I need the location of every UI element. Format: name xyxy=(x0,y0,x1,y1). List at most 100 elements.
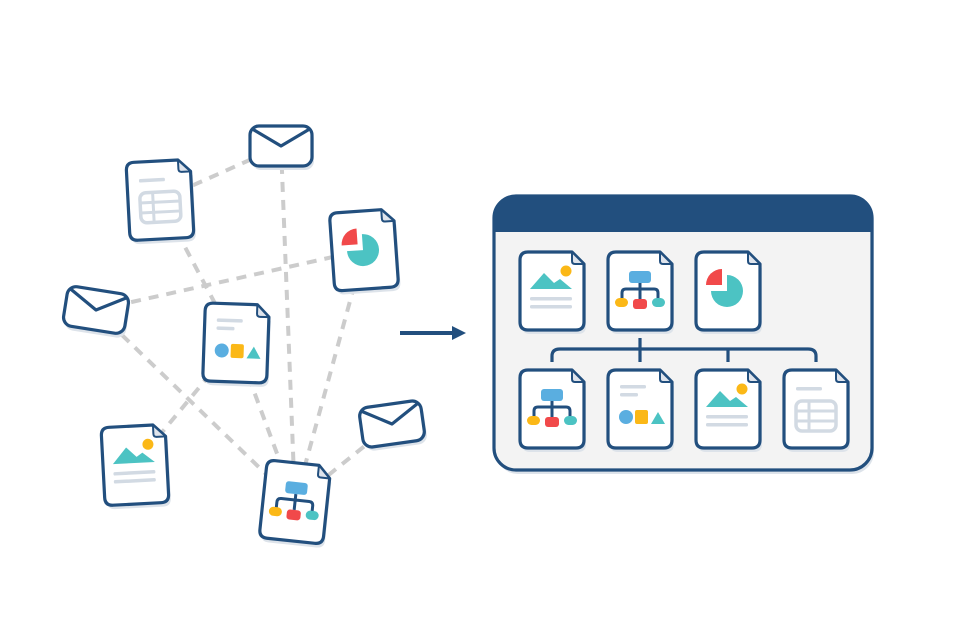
page-fold-icon xyxy=(317,464,331,480)
caption-line xyxy=(706,423,748,427)
org-child-node xyxy=(527,416,540,425)
scattered-document-shapes xyxy=(201,301,271,387)
table-row-line xyxy=(140,199,181,205)
org-child-node xyxy=(545,417,559,427)
circle-shape-icon xyxy=(214,343,229,358)
image-glyph-icon xyxy=(112,438,156,484)
page-fold-icon xyxy=(659,251,673,265)
image-glyph-icon xyxy=(530,265,572,309)
org-child-node xyxy=(615,298,628,307)
org-child-node xyxy=(268,506,282,517)
org-connector-lines xyxy=(532,401,572,417)
pie-glyph-icon xyxy=(341,228,380,267)
org-connector-lines xyxy=(274,493,315,512)
window-document-shapes xyxy=(606,368,674,452)
shapes-glyph-icon xyxy=(619,385,665,424)
caption-line xyxy=(530,297,572,301)
window-document-org xyxy=(518,368,586,452)
organized-window xyxy=(492,194,874,474)
text-line xyxy=(216,318,243,323)
dashed-connection-line xyxy=(279,145,297,503)
window-document-table xyxy=(782,368,850,452)
page-fold-icon xyxy=(151,424,167,438)
triangle-shape-icon xyxy=(651,412,665,424)
org-root-node xyxy=(541,389,563,401)
envelope-flap xyxy=(252,128,310,148)
pie-large-slice xyxy=(711,275,743,307)
page-fold-icon xyxy=(659,369,673,383)
hierarchy-connectors xyxy=(550,338,818,362)
org-child-node xyxy=(286,509,301,521)
mountain-icon xyxy=(706,391,748,407)
envelope-flap xyxy=(70,288,127,312)
caption-line xyxy=(530,305,572,309)
hierarchy-branch xyxy=(550,347,818,362)
scattered-document-org xyxy=(258,459,332,548)
text-line xyxy=(620,385,646,389)
scattered-document-pie xyxy=(328,208,401,295)
table-grid-icon xyxy=(794,399,838,433)
pie-large-slice xyxy=(347,234,380,267)
table-grid-icon xyxy=(138,189,183,225)
scattered-items xyxy=(61,124,427,548)
caption-line xyxy=(113,478,156,484)
page-fold-icon xyxy=(571,369,585,383)
shapes-glyph-icon xyxy=(214,318,261,359)
pie-glyph-icon xyxy=(706,269,743,307)
window-document-image xyxy=(694,368,762,452)
scattered-document-table xyxy=(124,158,196,245)
arrow-head-icon xyxy=(452,326,466,340)
circle-shape-icon xyxy=(619,410,633,424)
page-fold-icon xyxy=(380,208,396,223)
pie-small-slice xyxy=(706,269,722,285)
org-root-node xyxy=(629,271,651,283)
mail-envelope-icon xyxy=(61,285,131,338)
sun-icon xyxy=(560,265,572,277)
table-col-line xyxy=(151,192,156,223)
table-glyph-icon xyxy=(138,177,183,225)
mail-envelope-icon xyxy=(358,399,427,451)
pie-small-slice xyxy=(341,228,358,246)
window-document-org xyxy=(606,250,674,334)
title-line xyxy=(138,177,165,183)
org-root-node xyxy=(285,481,308,495)
org-connector-lines xyxy=(620,283,660,299)
triangle-shape-icon xyxy=(246,346,261,359)
page-fold-icon xyxy=(747,369,761,383)
org-child-node xyxy=(305,510,319,521)
window-document-image xyxy=(518,250,586,334)
org-glyph-icon xyxy=(527,389,577,427)
square-shape-icon xyxy=(635,410,648,424)
title-line xyxy=(796,387,822,391)
page-fold-icon xyxy=(747,251,761,265)
page-fold-icon xyxy=(256,303,270,319)
org-child-node xyxy=(633,299,647,309)
text-line xyxy=(216,326,235,331)
mail-envelope-icon xyxy=(248,124,314,170)
page-fold-icon xyxy=(571,251,585,265)
org-child-node xyxy=(652,298,665,307)
transform-arrow xyxy=(400,326,466,340)
sun-icon xyxy=(142,438,154,450)
table-row-line xyxy=(140,209,181,215)
caption-line xyxy=(113,470,156,476)
dashed-connection-line xyxy=(95,248,365,312)
text-line xyxy=(620,393,638,397)
sun-icon xyxy=(736,383,748,395)
window-document-pie xyxy=(694,250,762,334)
table-glyph-icon xyxy=(794,387,838,433)
org-glyph-icon xyxy=(268,481,319,521)
org-glyph-icon xyxy=(615,271,665,309)
document-page xyxy=(606,368,674,450)
org-child-node xyxy=(564,416,577,425)
page-fold-icon xyxy=(835,369,849,383)
page-fold-icon xyxy=(176,159,192,173)
scattered-document-image xyxy=(99,423,171,510)
mountain-icon xyxy=(112,447,155,465)
image-glyph-icon xyxy=(706,383,748,427)
window-title-bar xyxy=(494,196,872,232)
mountain-icon xyxy=(530,273,572,289)
document-page xyxy=(201,301,271,385)
caption-line xyxy=(706,415,748,419)
